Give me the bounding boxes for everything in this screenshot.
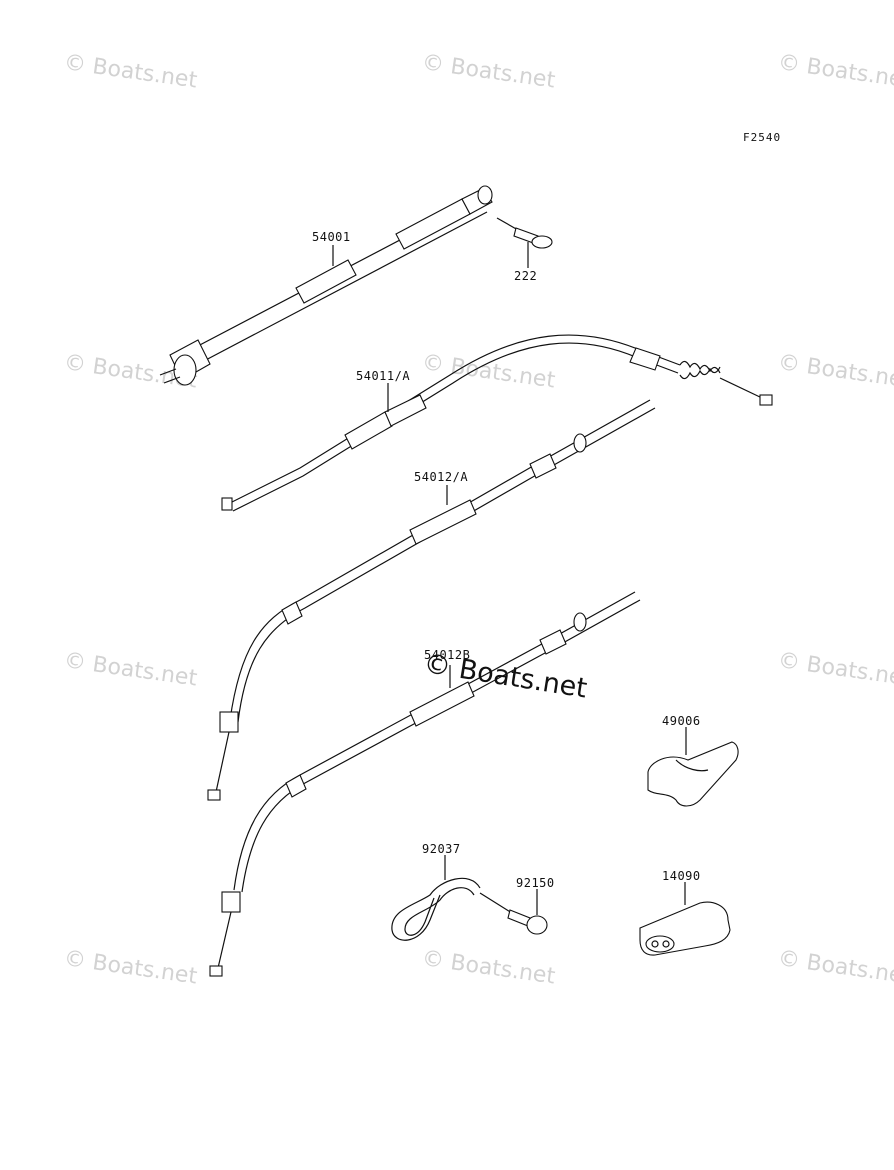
part-label-54001[interactable]: 54001 (312, 230, 351, 244)
cable-cap[interactable] (639, 901, 731, 956)
part-label-92150[interactable]: 92150 (516, 876, 555, 890)
part-label-54012b[interactable]: 54012B (424, 648, 471, 662)
part-label-49006[interactable]: 49006 (662, 714, 701, 728)
part-label-54012-a[interactable]: 54012/A (414, 470, 469, 484)
cable-clamp[interactable] (391, 877, 481, 941)
part-label-222[interactable]: 222 (514, 269, 538, 283)
leader-lines (332, 242, 687, 915)
part-label-14090[interactable]: 14090 (662, 869, 701, 883)
screw-222[interactable] (496, 217, 553, 249)
cable-boot[interactable] (647, 741, 739, 807)
clutch-cable-b[interactable] (209, 591, 641, 977)
bolt-92150[interactable] (479, 892, 548, 935)
speedometer-cable[interactable] (159, 185, 493, 386)
part-label-92037[interactable]: 92037 (422, 842, 461, 856)
part-label-54011-a[interactable]: 54011/A (356, 369, 411, 383)
figure-ref: F2540 (743, 131, 782, 144)
clutch-cable-a[interactable] (207, 399, 656, 801)
throttle-cable[interactable] (221, 334, 773, 512)
